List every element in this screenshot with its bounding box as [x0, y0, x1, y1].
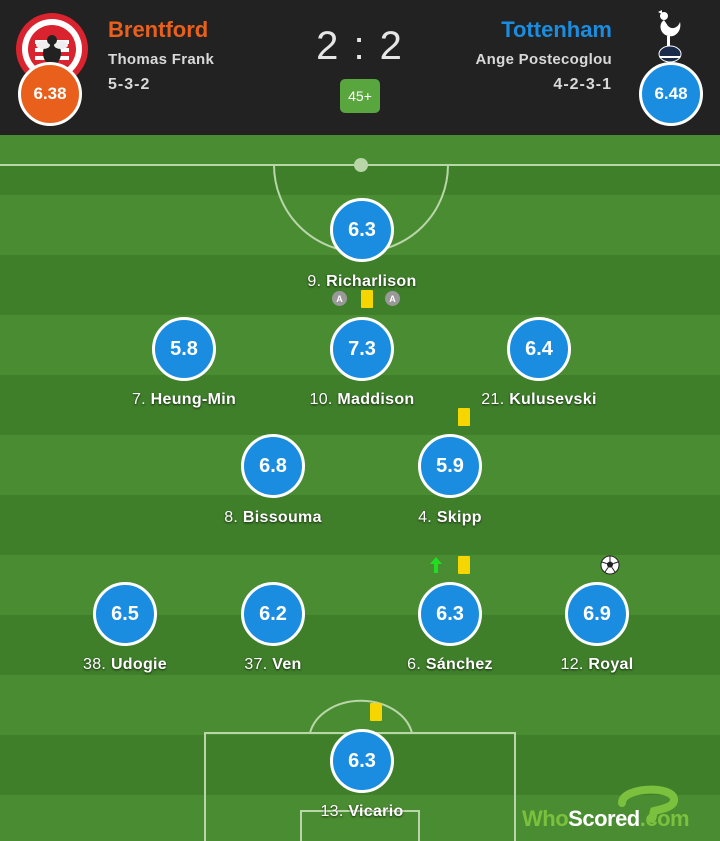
logo-scored: Scored [568, 806, 640, 831]
away-team-name[interactable]: Tottenham [501, 17, 612, 42]
player-rating-udogie[interactable]: 6.5 [93, 582, 157, 646]
player-number: 21. [481, 391, 505, 408]
yellow-card-icon [361, 290, 373, 308]
home-manager: Thomas Frank [108, 51, 215, 68]
player-name-bissouma[interactable]: 8. Bissouma [173, 509, 373, 527]
player-name-label: Sánchez [425, 656, 493, 673]
match-header: 6.38 Brentford Thomas Frank 5-3-2 2 : 2 … [0, 0, 720, 135]
player-number: 38. [83, 656, 107, 673]
sub-in-arrow-icon [430, 557, 442, 573]
player-rating-sanchez[interactable]: 6.3 [418, 582, 482, 646]
player-name-label: Vicario [348, 803, 404, 820]
away-formation: 4-2-3-1 [553, 76, 612, 93]
player-number: 37. [244, 656, 268, 673]
player-number: 13. [320, 803, 344, 820]
player-number: 9. [307, 273, 322, 290]
away-manager: Ange Postecoglou [475, 51, 612, 68]
player-number: 8. [224, 509, 239, 526]
period-badge: 45+ [340, 79, 380, 113]
home-formation: 5-3-2 [108, 76, 151, 93]
assist-icon: A [385, 291, 400, 306]
player-rating-skipp[interactable]: 5.9 [418, 434, 482, 498]
player-name-label: Kulusevski [509, 391, 597, 408]
player-name-label: Bissouma [242, 509, 322, 526]
player-name-label: Richarlison [326, 273, 417, 290]
player-number: 6. [407, 656, 422, 673]
player-name-label: Ven [272, 656, 302, 673]
player-number: 10. [309, 391, 333, 408]
logo-dotcom: .com [639, 806, 690, 831]
assist-icon: A [332, 291, 347, 306]
home-team-name[interactable]: Brentford [108, 17, 209, 42]
player-rating-bissouma[interactable]: 6.8 [241, 434, 305, 498]
goal-ball-icon [600, 555, 620, 575]
player-rating-heung-min[interactable]: 5.8 [152, 317, 216, 381]
player-number: 4. [418, 509, 433, 526]
player-name-heung-min[interactable]: 7. Heung-Min [84, 391, 284, 409]
player-name-ven[interactable]: 37. Ven [173, 656, 373, 674]
player-name-label: Royal [588, 656, 634, 673]
logo-who: Who [522, 806, 569, 831]
player-name-royal[interactable]: 12. Royal [497, 656, 697, 674]
player-rating-vicario[interactable]: 6.3 [330, 729, 394, 793]
player-name-maddison[interactable]: 10. Maddison [262, 391, 462, 409]
player-name-skipp[interactable]: 4. Skipp [350, 509, 550, 527]
match-score: 2 : 2 [316, 24, 404, 68]
player-rating-richarlison[interactable]: 6.3 [330, 198, 394, 262]
player-name-label: Heung-Min [150, 391, 237, 408]
player-name-label: Maddison [337, 391, 415, 408]
whoscored-logo[interactable]: WhoScored.com [522, 806, 690, 832]
home-team-rating: 6.38 [18, 62, 82, 126]
player-name-vicario[interactable]: 13. Vicario [262, 803, 462, 821]
player-name-label: Skipp [436, 509, 482, 526]
yellow-card-icon [458, 408, 470, 426]
player-number: 7. [131, 391, 146, 408]
player-name-sanchez[interactable]: 6. Sánchez [350, 656, 550, 674]
yellow-card-icon [458, 556, 470, 574]
player-name-label: Udogie [110, 656, 167, 673]
whoscored-question-icon [618, 785, 678, 823]
player-rating-maddison[interactable]: 7.3 [330, 317, 394, 381]
player-name-richarlison[interactable]: 9. Richarlison [262, 273, 462, 291]
player-rating-kulusevski[interactable]: 6.4 [507, 317, 571, 381]
player-rating-ven[interactable]: 6.2 [241, 582, 305, 646]
player-name-udogie[interactable]: 38. Udogie [25, 656, 225, 674]
pitch-stripe [0, 435, 720, 495]
away-team-rating: 6.48 [639, 62, 703, 126]
tottenham-crest-icon [658, 10, 682, 63]
player-number: 12. [560, 656, 584, 673]
pitch-stripe [0, 795, 720, 841]
pitch-stripe [0, 675, 720, 735]
player-name-kulusevski[interactable]: 21. Kulusevski [439, 391, 639, 409]
player-rating-royal[interactable]: 6.9 [565, 582, 629, 646]
yellow-card-icon [370, 703, 382, 721]
